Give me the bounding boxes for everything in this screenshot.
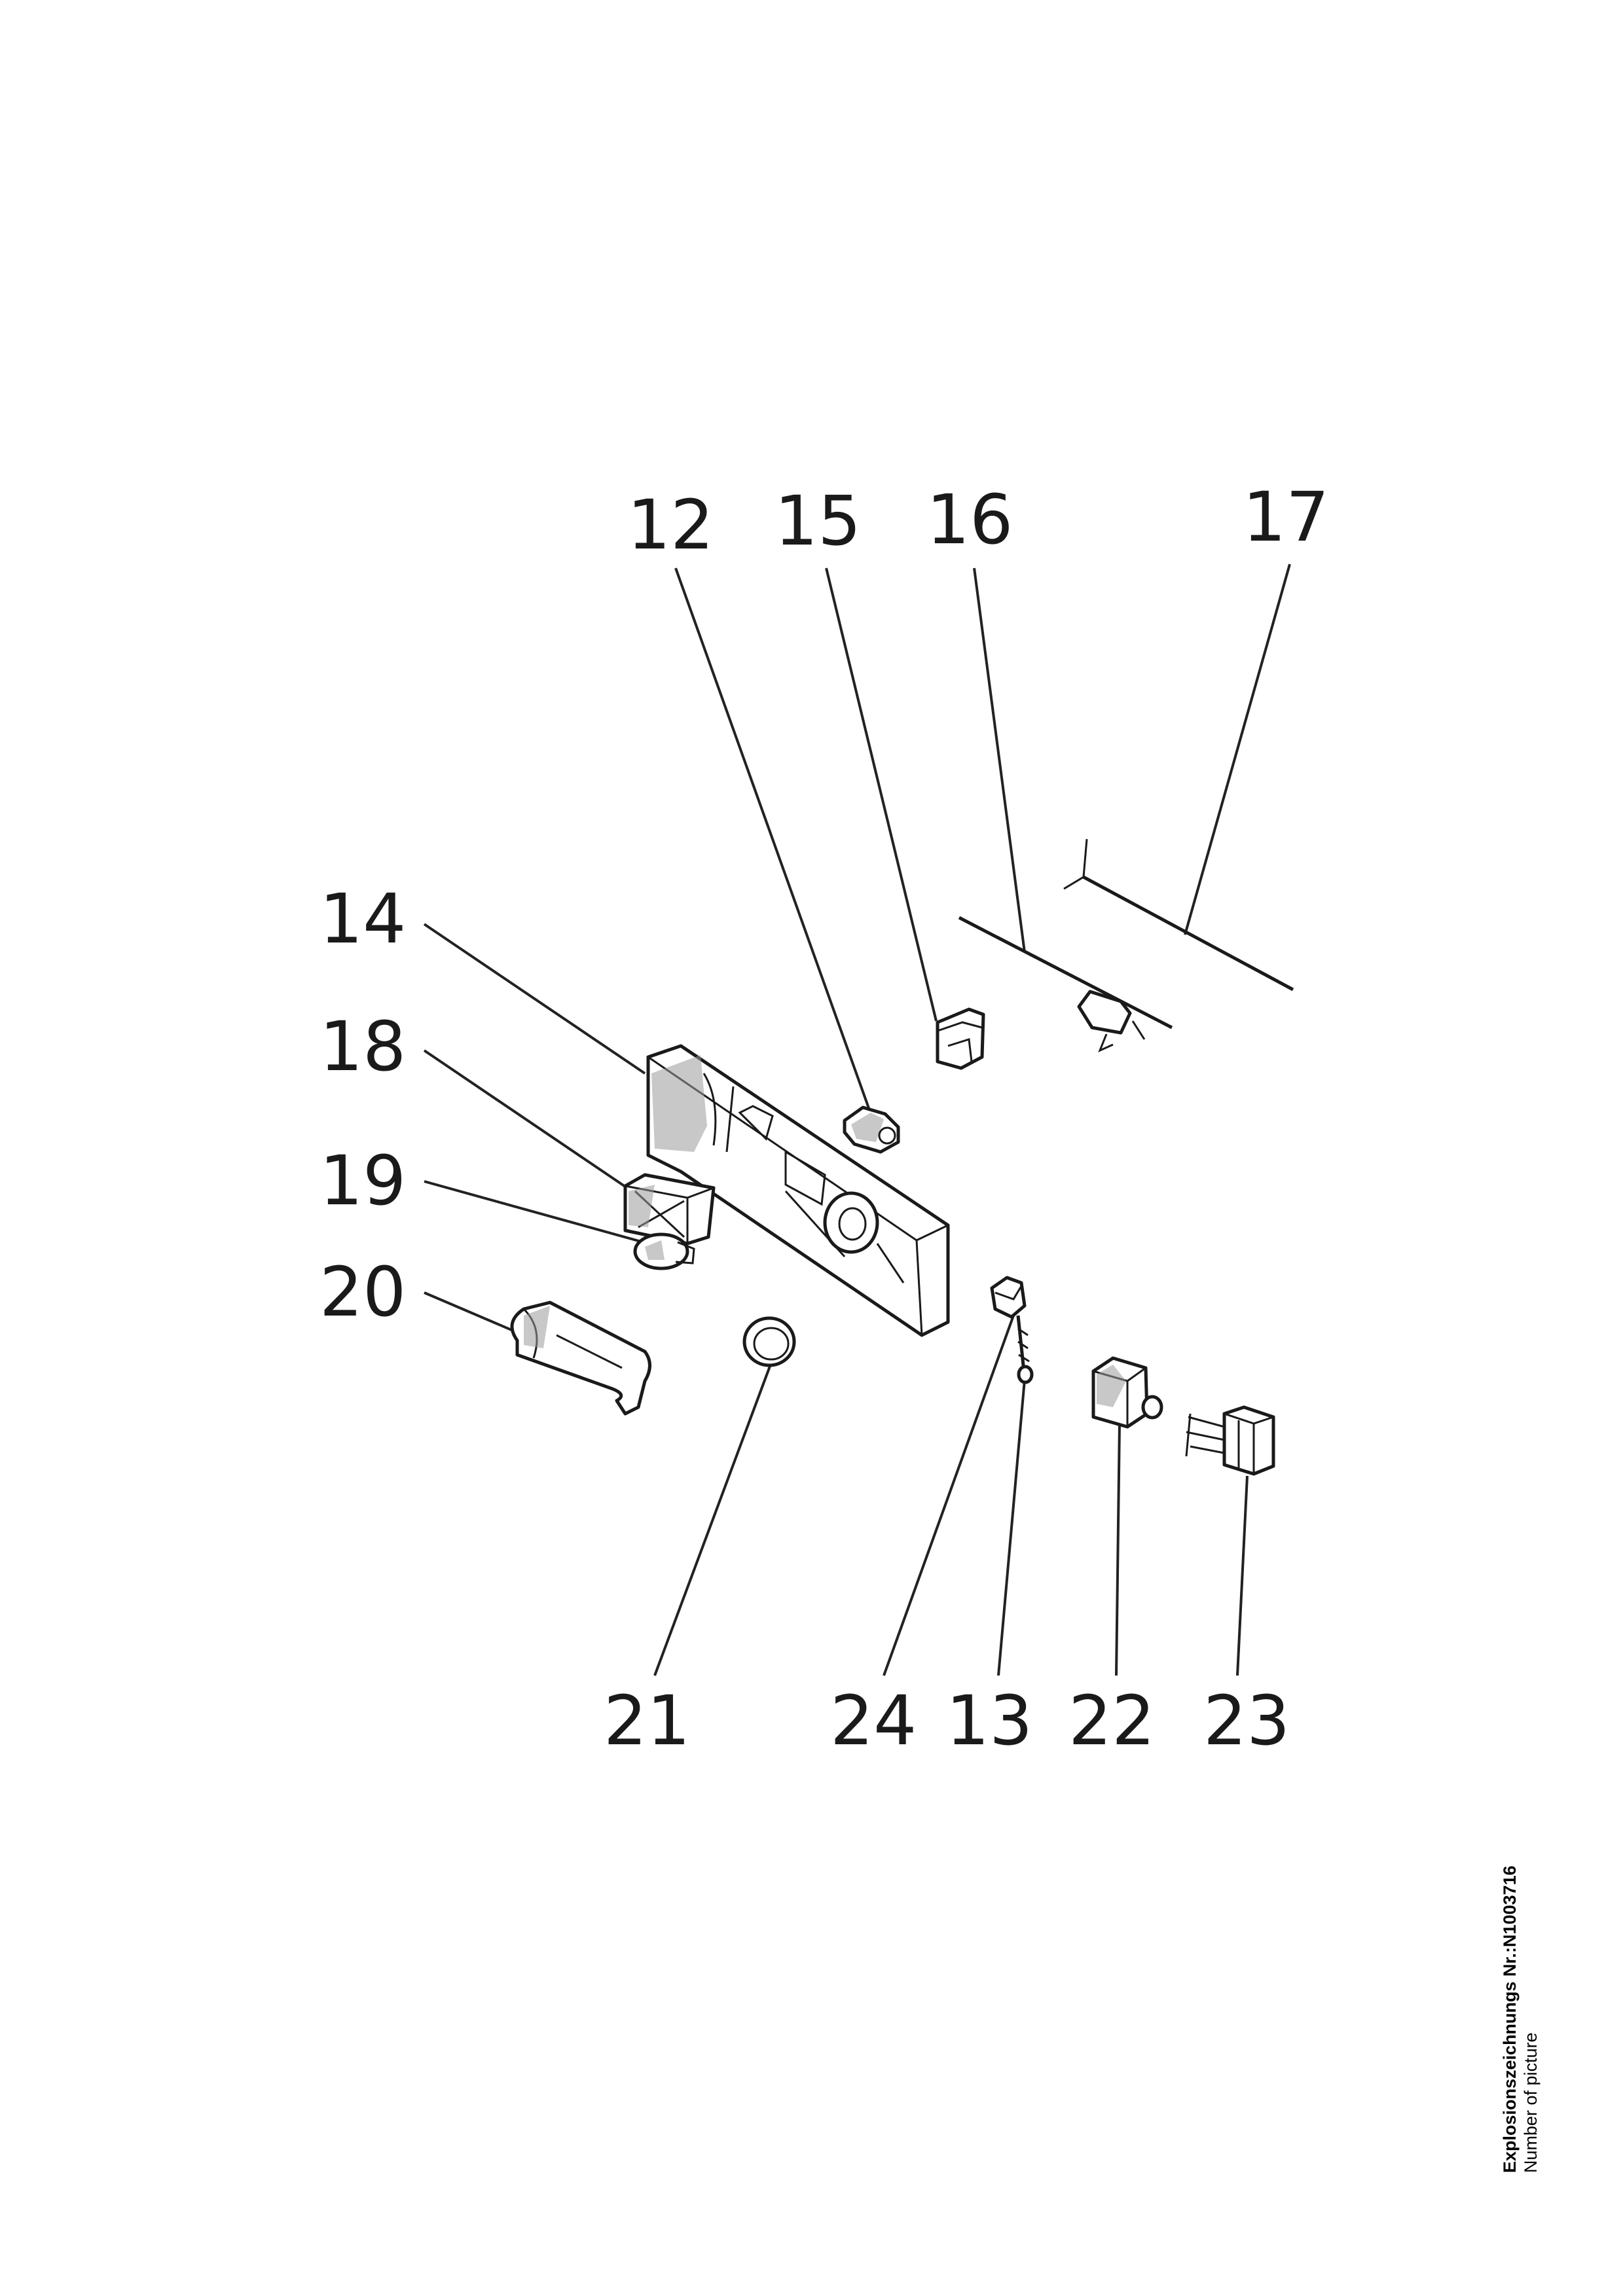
part-12-knob: [843, 1105, 900, 1154]
part-15-bracket: [936, 1007, 985, 1070]
leader-20: [424, 1291, 524, 1336]
leader-22: [1115, 1423, 1121, 1676]
callout-21: 21: [604, 1681, 690, 1761]
part-18-lens-holder: [623, 1173, 716, 1246]
leader-19: [424, 1180, 649, 1245]
caption-title: Explosionszeichnungs Nr.:N1003716: [1500, 1865, 1520, 2173]
callout-16: 16: [926, 480, 1013, 560]
part-21-round-button: [742, 1316, 796, 1367]
callout-13: 13: [946, 1681, 1032, 1761]
part-20-cover: [510, 1300, 651, 1416]
callout-18: 18: [319, 1007, 406, 1086]
part-13-screw: [1016, 1315, 1034, 1384]
callout-23: 23: [1203, 1681, 1290, 1761]
callout-14: 14: [319, 879, 406, 959]
leader-24: [883, 1315, 1015, 1676]
leader-16: [973, 567, 1026, 953]
leader-15: [825, 567, 938, 1022]
callout-20: 20: [319, 1252, 406, 1332]
caption-subtitle: Number of picture: [1521, 2032, 1541, 2173]
callout-17: 17: [1243, 477, 1329, 557]
part-22-switch: [1091, 1356, 1163, 1429]
leader-14: [423, 923, 646, 1075]
callout-24: 24: [830, 1681, 917, 1761]
leader-13: [997, 1379, 1026, 1676]
leader-23: [1236, 1475, 1249, 1676]
drawing-number-caption: Explosionszeichnungs Nr.:N1003716 Number…: [1499, 1865, 1541, 2173]
leader-18: [423, 1049, 629, 1189]
part-16-rod-and-hinge: [958, 916, 1173, 1052]
leader-17: [1184, 564, 1291, 935]
part-19-lamp: [633, 1232, 695, 1270]
callout-22: 22: [1068, 1681, 1155, 1761]
part-17-rail: [1063, 838, 1294, 992]
leader-12: [674, 567, 871, 1111]
callout-15: 15: [775, 481, 861, 561]
callout-12: 12: [627, 485, 714, 565]
part-23-connector: [1185, 1405, 1275, 1476]
callout-19: 19: [319, 1141, 406, 1221]
part-14-control-panel: [646, 1044, 950, 1337]
leader-21: [653, 1362, 773, 1676]
part-24-clip: [990, 1276, 1027, 1319]
